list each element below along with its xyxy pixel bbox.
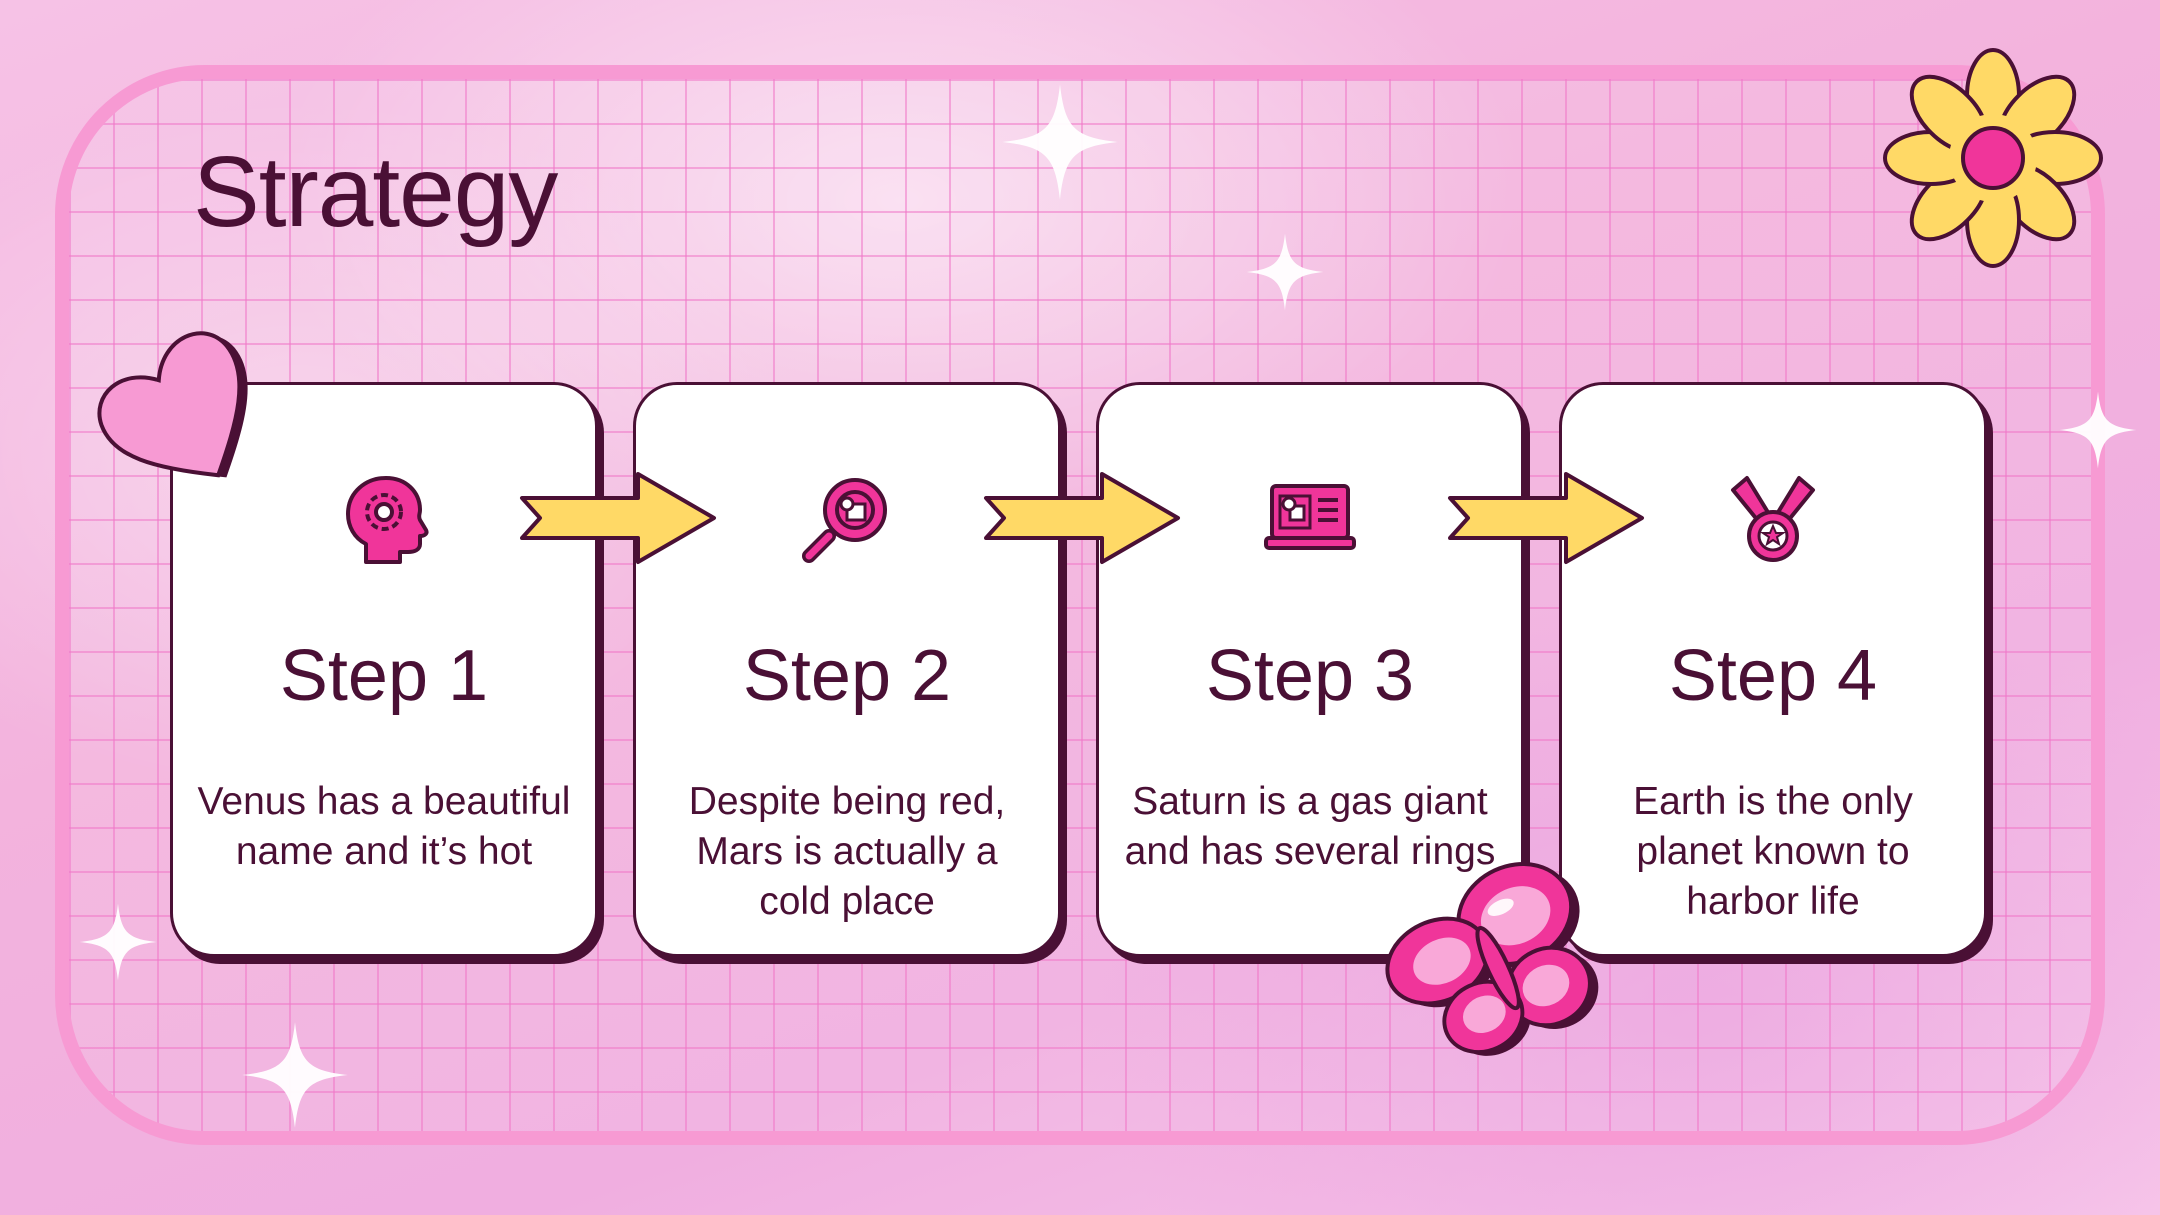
step-3-description: Saturn is a gas giant and has several ri… bbox=[1124, 780, 1496, 873]
step-1-description: Venus has a beautiful name and it’s hot bbox=[197, 780, 571, 873]
arrow-right-icon bbox=[1448, 472, 1644, 564]
medal-icon bbox=[1731, 476, 1815, 562]
step-1-title: Step 1 bbox=[279, 636, 489, 716]
step-card-4: Step 4 Earth is the only planet known to… bbox=[1559, 382, 1987, 957]
step-3-title: Step 3 bbox=[1205, 636, 1415, 716]
page-title: Strategy bbox=[193, 136, 558, 248]
heart-icon bbox=[97, 331, 248, 478]
step-2-title: Step 2 bbox=[742, 636, 952, 716]
step-card-2: Step 2 Despite being red, Mars is actual… bbox=[633, 382, 1061, 957]
step-4-description: Earth is the only planet known to harbor… bbox=[1633, 780, 1913, 923]
magnifier-icon bbox=[802, 478, 887, 563]
arrow-right-icon bbox=[520, 472, 716, 564]
arrow-right-icon bbox=[984, 472, 1180, 564]
sparkle-icon bbox=[1246, 233, 1324, 311]
sparkle-icon bbox=[2059, 391, 2137, 469]
flower-icon bbox=[1883, 48, 2103, 268]
butterfly-icon bbox=[1385, 862, 1599, 1056]
step-card-1: Step 1 Venus has a beautiful name and it… bbox=[170, 382, 598, 957]
step-2-description: Despite being red, Mars is actually a co… bbox=[688, 780, 1006, 923]
step-card-3: Step 3 Saturn is a gas giant and has sev… bbox=[1096, 382, 1524, 957]
sparkle-icon bbox=[79, 903, 157, 981]
sparkle-icon bbox=[1002, 84, 1118, 200]
step-4-title: Step 4 bbox=[1668, 636, 1878, 716]
sparkle-icon bbox=[242, 1022, 348, 1128]
head-gear-icon bbox=[346, 476, 429, 564]
laptop-icon bbox=[1264, 484, 1356, 550]
